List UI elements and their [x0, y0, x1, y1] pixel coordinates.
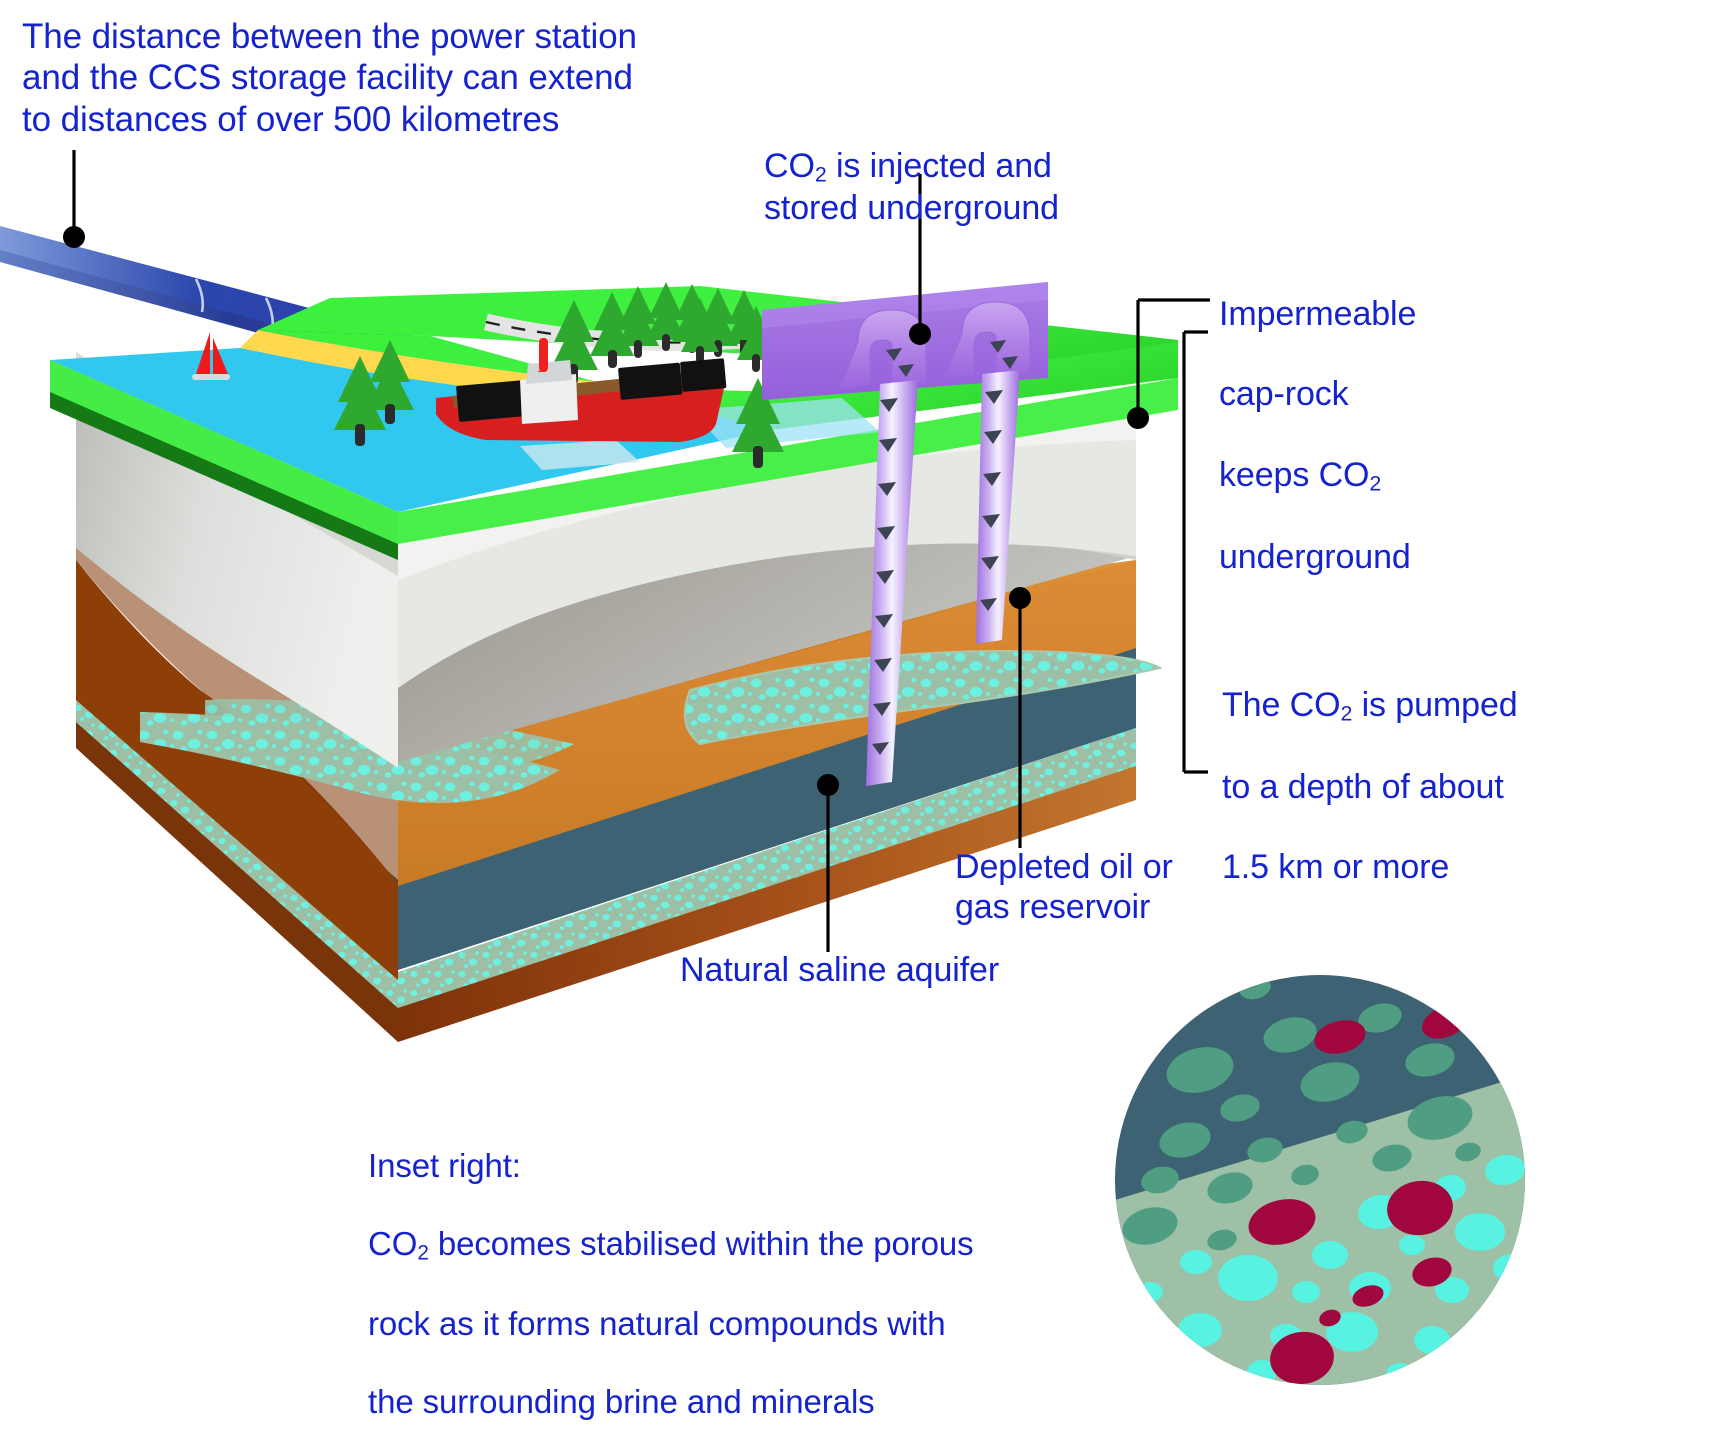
- caprock-line-4: underground: [1219, 537, 1411, 576]
- saline-aquifer-label: Natural saline aquifer: [680, 951, 1000, 989]
- caprock-callout-label: Impermeable cap-rock keeps CO2 undergrou…: [1219, 254, 1416, 577]
- inset-line-1: CO2 becomes stabilised within the porous: [368, 1224, 974, 1265]
- basement-rock: [76, 712, 1136, 1042]
- injection-callout-rest: is injected and stored underground: [764, 147, 1059, 227]
- caprock-line-2: cap-rock: [1219, 375, 1349, 414]
- depleted-reservoir-label: Depleted oil or gas reservoir: [955, 848, 1173, 927]
- depth-callout-label: The CO2 is pumped to a depth of about 1.…: [1222, 645, 1518, 888]
- caprock-line-3: keeps CO2: [1219, 455, 1382, 496]
- tree-group: [334, 282, 784, 468]
- depth-line-3: 1.5 km or more: [1222, 848, 1450, 887]
- inset-caption-label: Inset right: CO2 becomes stabilised with…: [368, 1108, 974, 1422]
- depth-line-2: to a depth of about: [1222, 768, 1504, 807]
- inset-line-3: the surrounding brine and minerals: [368, 1382, 875, 1420]
- sailboat: [192, 332, 230, 380]
- inset-heading: Inset right:: [368, 1146, 521, 1184]
- harbour-water: [520, 398, 880, 470]
- flow-arrow-icon: [980, 340, 1018, 611]
- leader-lines: [72, 150, 1210, 952]
- porous-rock-inset: [1115, 975, 1525, 1385]
- injection-wells: [839, 301, 1031, 786]
- leader-dots: [63, 226, 1149, 796]
- flow-arrow-icon: [872, 348, 914, 755]
- porous-rock-lens-right: [683, 650, 1163, 746]
- cargo-ship: [436, 338, 727, 442]
- caprock-line-1: Impermeable: [1219, 295, 1417, 334]
- depth-line-1: The CO2 is pumped: [1222, 686, 1518, 726]
- injection-callout-label: CO2 is injected and stored underground: [764, 146, 1059, 228]
- co2-text: CO2: [764, 147, 827, 187]
- distance-callout-label: The distance between the power station a…: [22, 17, 637, 139]
- inset-line-2: rock as it forms natural compounds with: [368, 1304, 946, 1342]
